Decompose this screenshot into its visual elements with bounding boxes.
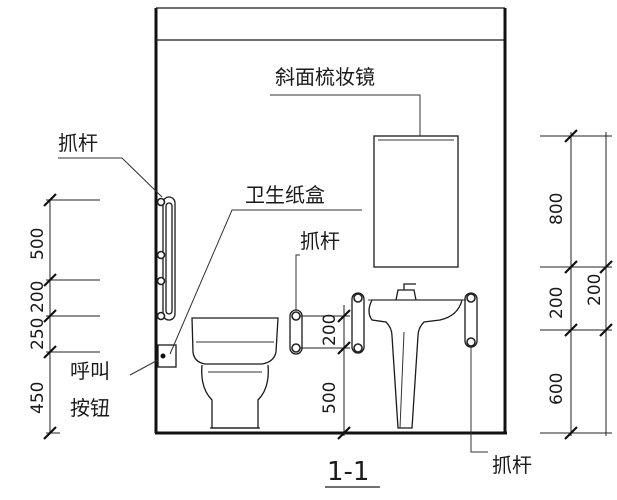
left-wall-grab-bar xyxy=(156,196,176,321)
tilted-mirror xyxy=(373,135,459,268)
sink-grab-bar-right xyxy=(464,292,478,348)
dim-left-500: 500 xyxy=(28,228,48,260)
section-label: 1-1 xyxy=(327,457,369,487)
dim-left-450: 450 xyxy=(28,382,48,414)
dim-right-total-200: 200 xyxy=(585,274,605,306)
left-dimension-chain xyxy=(43,193,100,440)
call-button-box xyxy=(157,344,177,368)
leader-lines xyxy=(58,94,488,453)
right-dimension-chain xyxy=(540,129,613,440)
mirror-label: 斜面梳妆镜 xyxy=(275,65,375,89)
toilet xyxy=(191,317,279,429)
dim-mid-200: 200 xyxy=(320,314,340,346)
dim-right-600: 600 xyxy=(547,373,567,405)
sink-grab-bar-left xyxy=(351,292,365,354)
dim-right-800: 800 xyxy=(547,193,567,225)
grab-bar-label-mid: 抓杆 xyxy=(300,229,340,253)
call-button-label-2: 按钮 xyxy=(70,396,110,420)
room-outline xyxy=(154,7,507,435)
dim-left-250: 250 xyxy=(28,318,48,350)
mid-dimension-chain xyxy=(300,305,351,440)
grab-bar-label-left: 抓杆 xyxy=(58,131,98,155)
dim-right-200: 200 xyxy=(547,287,567,319)
pedestal-basin xyxy=(368,283,466,429)
dim-left-200: 200 xyxy=(28,281,48,313)
grab-bar-label-bottom: 抓杆 xyxy=(492,453,532,477)
dim-mid-500: 500 xyxy=(320,382,340,414)
call-button-label-1: 呼叫 xyxy=(70,359,110,383)
mid-grab-bar xyxy=(289,309,303,355)
paper-box-label: 卫生纸盒 xyxy=(245,183,325,207)
